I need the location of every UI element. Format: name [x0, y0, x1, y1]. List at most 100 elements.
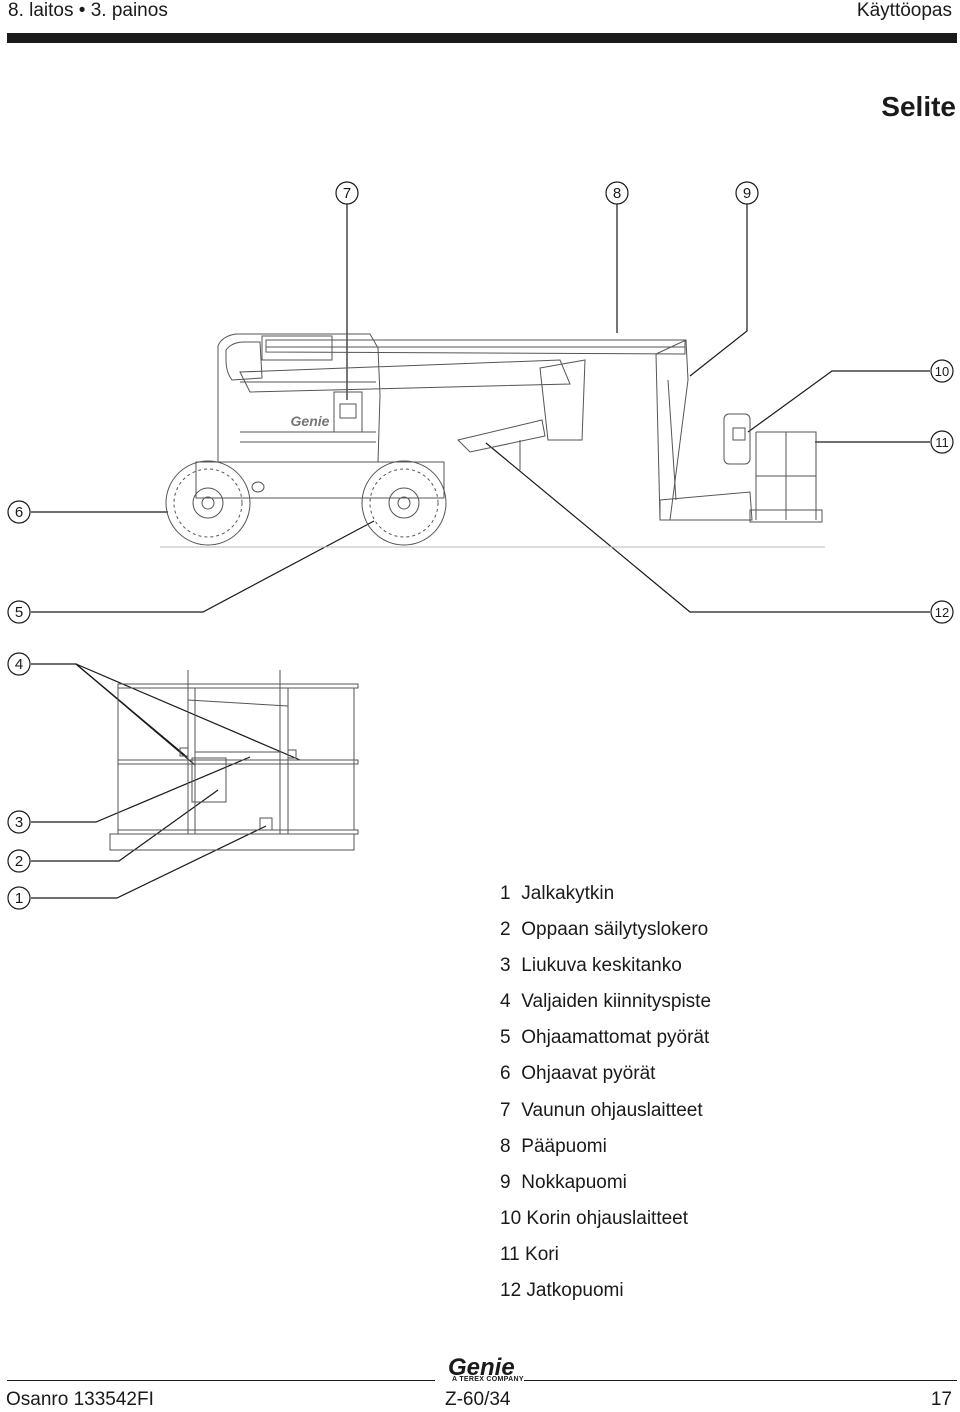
- ground-control-panel: [339, 403, 357, 419]
- edition-text: 8. laitos: [8, 0, 74, 21]
- legend-label: Valjaiden kiinnityspiste: [521, 991, 712, 1013]
- basket-rail-top: [756, 431, 817, 520]
- wheel-steer-hub: [192, 487, 224, 519]
- lanyard-anchor-left: [179, 747, 189, 757]
- callout-circle-12: [930, 600, 954, 624]
- logo-word: Genie: [448, 1354, 515, 1381]
- callout-2: 2: [15, 853, 23, 870]
- page-number: 17: [930, 1389, 952, 1410]
- footer-rule-left: [7, 1380, 435, 1381]
- legend-number: 5: [500, 1027, 511, 1049]
- legend-label: Liukuva keskitanko: [521, 955, 682, 977]
- upper-crossbar: [187, 699, 289, 707]
- legend-label: Jatkopuomi: [526, 1280, 624, 1302]
- legend-item: 1 Jalkakytkin: [500, 876, 711, 912]
- model-name: Z-60/34: [445, 1389, 511, 1410]
- legend-item: 2 Oppaan säilytyslokero: [500, 912, 711, 948]
- callout-9: 9: [743, 185, 751, 202]
- wheel-drive-tread: [369, 468, 439, 538]
- leader-1: [31, 825, 267, 899]
- callout-circle-4: [7, 652, 31, 676]
- legend-label: Kori: [525, 1243, 559, 1265]
- legend-item: 7 Vaunun ohjauslaitteet: [500, 1093, 711, 1129]
- legend-item: 4 Valjaiden kiinnityspiste: [500, 984, 711, 1020]
- callout-7: 7: [343, 185, 351, 202]
- callout-circle-7: [335, 181, 359, 205]
- lanyard-anchor-right: [287, 749, 297, 759]
- wheel-drive-outer: [361, 460, 447, 546]
- wheel-drive-hub: [388, 487, 420, 519]
- bullet: •: [78, 0, 86, 21]
- leader-2: [31, 789, 219, 862]
- riser-arm: [239, 359, 571, 393]
- callout-4: 4: [15, 656, 23, 673]
- leader-12: [485, 442, 930, 613]
- leader-lines: [31, 204, 930, 899]
- legend-label: Jalkakytkin: [521, 883, 615, 904]
- counterweight: [225, 341, 263, 381]
- leader-4b: [75, 663, 188, 758]
- callout-numbers: 7 8 9 10 11 6 5 12 4 3 2 1: [15, 185, 949, 907]
- header-edition: 8. laitos • 3. painos: [8, 0, 168, 22]
- jib-boom: [655, 339, 689, 521]
- primary-boom: [265, 339, 686, 355]
- legend-label: Pääpuomi: [521, 1135, 607, 1157]
- chassis-frame: [195, 461, 445, 499]
- legend-item: 9 Nokkapuomi: [500, 1165, 711, 1201]
- basket-floor: [749, 509, 823, 523]
- callout-circle-3: [7, 810, 31, 834]
- legend-number: 9: [500, 1171, 511, 1193]
- leader-4a: [31, 663, 196, 766]
- section-title: Selite: [881, 91, 956, 122]
- legend-item: 3 Liukuva keskitanko: [500, 948, 711, 984]
- platform-control-panel: [732, 427, 746, 441]
- manual-storage-box: [191, 757, 227, 803]
- wheel-steer-axle: [201, 496, 215, 510]
- leader-3: [31, 756, 251, 823]
- legend-item: 11 Kori: [500, 1237, 711, 1273]
- legend-number: 2: [500, 919, 511, 941]
- top-guardrail: [117, 683, 359, 689]
- callout-circle-2: [7, 849, 31, 873]
- platform-control-box: [723, 413, 751, 465]
- chassis-hole: [251, 481, 265, 493]
- legend-number: 11: [500, 1243, 520, 1265]
- logo-tagline: A TEREX COMPANY: [452, 1376, 524, 1383]
- foot-switch: [259, 817, 273, 831]
- callout-8: 8: [613, 185, 621, 202]
- footer-rule-right: [524, 1380, 957, 1381]
- wheel-steer-outer: [165, 460, 251, 546]
- lower-rail: [117, 829, 359, 835]
- callout-circle-5: [7, 600, 31, 624]
- ground-control-box: [333, 391, 363, 433]
- boom-lift-drawing: Genie: [160, 333, 825, 548]
- legend-label: Oppaan säilytyslokero: [521, 919, 709, 941]
- header-rule: [7, 33, 957, 43]
- leader-9: [689, 204, 748, 377]
- legend-item: 5 Ohjaamattomat pyörät: [500, 1020, 711, 1056]
- legend-label: Vaunun ohjauslaitteet: [521, 1099, 703, 1121]
- legend-item: 6 Ohjaavat pyörät: [500, 1056, 711, 1092]
- legend: 1 Jalkakytkin 2 Oppaan säilytyslokero 3 …: [500, 876, 711, 1309]
- legend-number: 4: [500, 991, 511, 1013]
- legend-number: 8: [500, 1135, 511, 1157]
- legend-item: 12 Jatkopuomi: [500, 1273, 711, 1309]
- callout-circle-10: [930, 359, 954, 383]
- leader-5: [31, 520, 375, 613]
- legend-label: Ohjaavat pyörät: [521, 1063, 656, 1085]
- callout-1: 1: [15, 890, 23, 907]
- legend-item: 8 Pääpuomi: [500, 1129, 711, 1165]
- callout-circle-9: [735, 181, 759, 205]
- legend-item: 10 Korin ohjauslaitteet: [500, 1201, 711, 1237]
- platform-floor: [109, 833, 355, 851]
- callout-circles: [7, 181, 954, 910]
- part-number: Osanro 133542FI: [6, 1389, 154, 1410]
- callout-6: 6: [15, 504, 23, 521]
- legend-number: 3: [500, 955, 511, 977]
- boom-pivot-link: [539, 359, 586, 441]
- callout-circle-8: [605, 181, 629, 205]
- callout-10: 10: [935, 364, 949, 379]
- wheel-drive-axle: [397, 496, 411, 510]
- wheel-steer-tread: [173, 468, 243, 538]
